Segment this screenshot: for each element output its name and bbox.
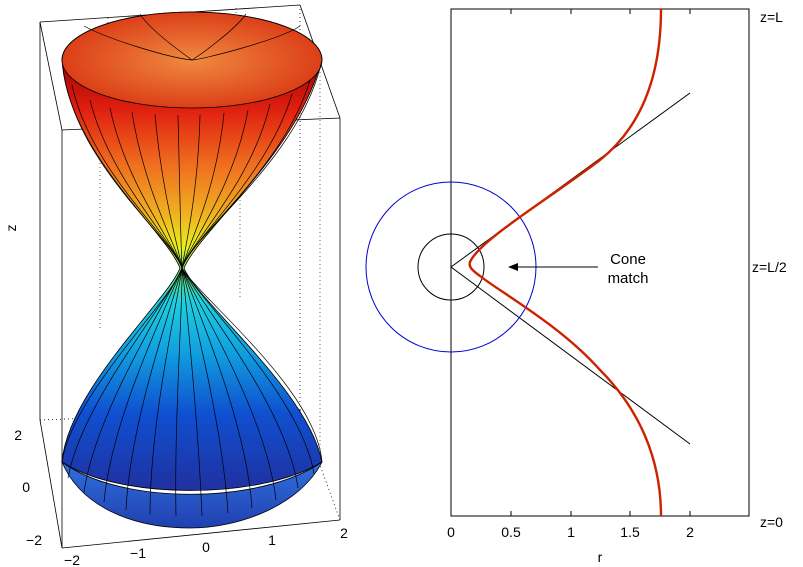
meridian-lines bbox=[61, 13, 323, 517]
y-tick-label: 2 bbox=[14, 427, 22, 443]
z-level-labels: z=L z=L/2 z=0 bbox=[752, 9, 787, 530]
x-tick-label: 0.5 bbox=[501, 524, 521, 540]
x-tick-label: 1.5 bbox=[620, 524, 640, 540]
x-ticks bbox=[450, 9, 691, 516]
profile-curve bbox=[468, 8, 663, 517]
y-tick-label: 0 bbox=[22, 479, 30, 495]
x-tick-labels: −2 −1 0 1 2 bbox=[64, 525, 348, 567]
x-tick-label: 1 bbox=[268, 532, 276, 548]
x-tick-label: −1 bbox=[130, 545, 146, 561]
x-tick-label: 0 bbox=[202, 539, 210, 555]
annotation-arrowhead bbox=[508, 263, 518, 271]
small-circle bbox=[417, 233, 485, 301]
y-tick-labels: 2 0 −2 bbox=[14, 427, 42, 548]
x-tick-label: 0 bbox=[447, 524, 455, 540]
z-label-bottom: z=0 bbox=[760, 514, 783, 530]
z-label-top: z=L bbox=[760, 9, 783, 25]
right-2d-plot: 0 0.5 1 1.5 2 r z=L z=L/2 z=0 Cone matc bbox=[365, 8, 787, 565]
right-x-tick-labels: 0 0.5 1 1.5 2 bbox=[447, 524, 694, 540]
r-axis-label: r bbox=[598, 549, 603, 565]
axes-box bbox=[450, 8, 750, 517]
annotation-text-line1: Cone bbox=[610, 251, 646, 268]
x-tick-label: 2 bbox=[686, 524, 694, 540]
x-tick-label: −2 bbox=[64, 552, 80, 567]
cone-lines bbox=[450, 92, 691, 445]
z-axis-label: z bbox=[3, 225, 19, 232]
annotation-text-line2: match bbox=[608, 270, 649, 287]
x-tick-label: 2 bbox=[340, 525, 348, 541]
left-3d-plot: z 2 0 −2 −2 −1 0 1 2 bbox=[3, 4, 348, 567]
hyperboloid-surface bbox=[61, 11, 323, 529]
z-label-mid: z=L/2 bbox=[752, 259, 787, 275]
cone-match-annotation: Cone match bbox=[508, 251, 648, 287]
y-tick-label: −2 bbox=[26, 532, 42, 548]
x-tick-label: 1 bbox=[567, 524, 575, 540]
